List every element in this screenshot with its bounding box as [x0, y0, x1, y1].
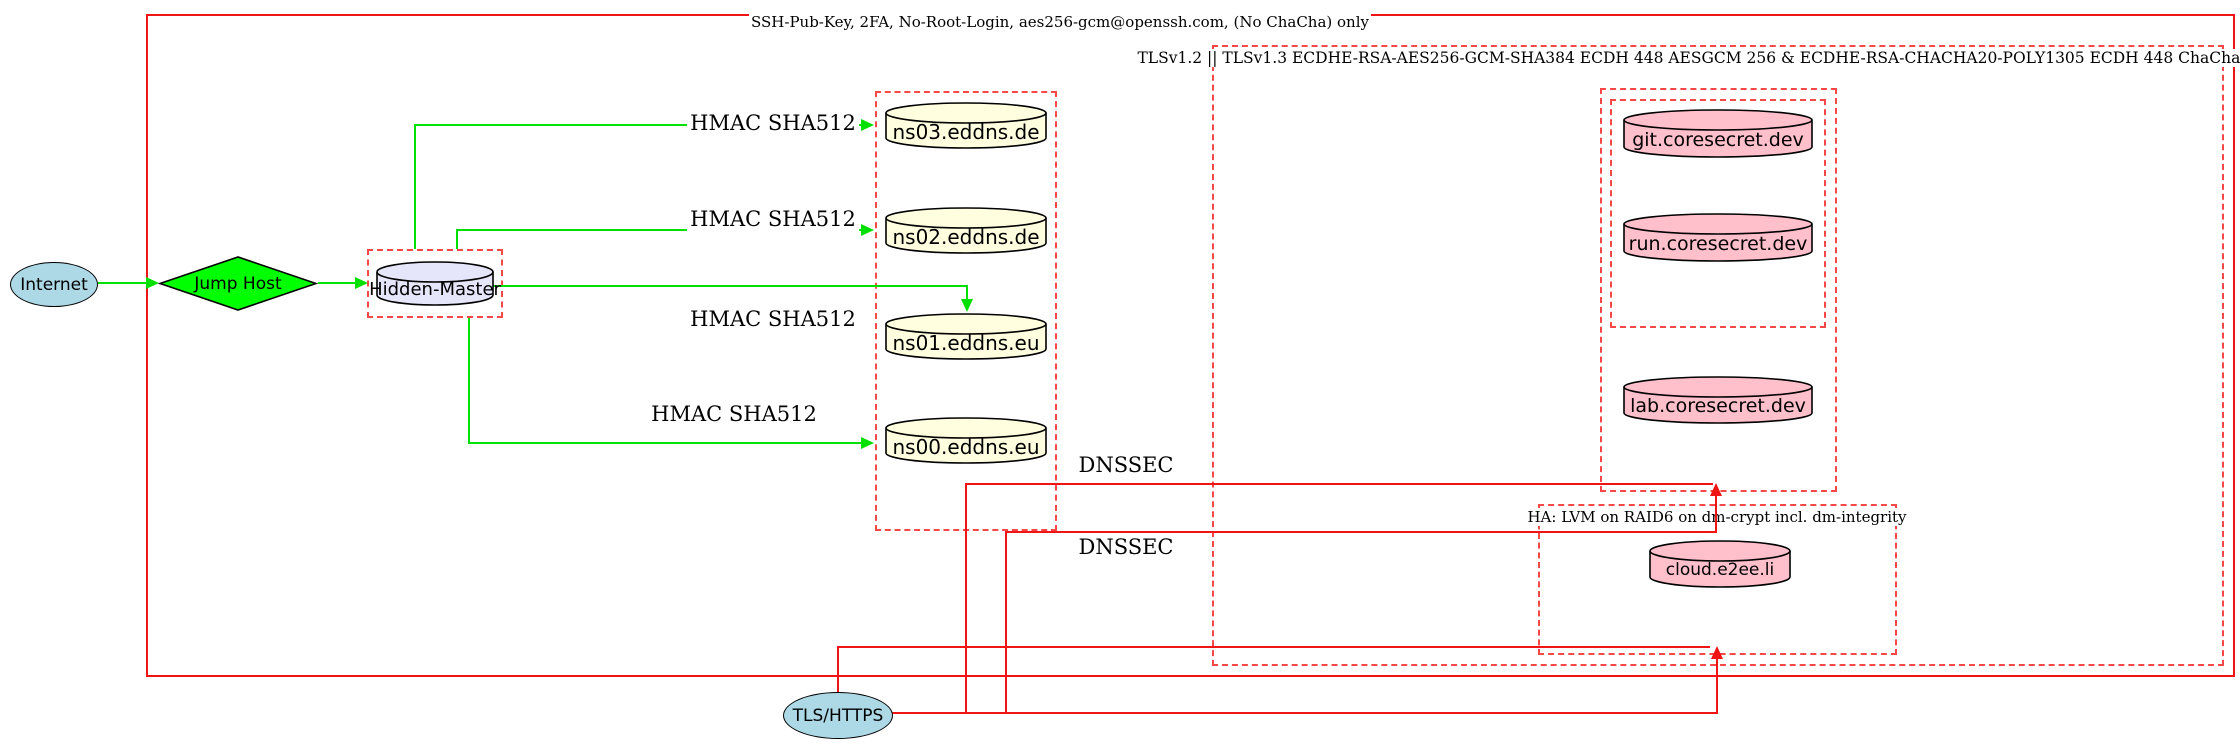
edge-dnssec2-v — [1005, 531, 1007, 713]
diamond-shape — [157, 256, 319, 311]
edge-ha-stem — [1716, 658, 1718, 713]
arrowhead-coresecret — [1710, 483, 1722, 496]
node-run: run.coresecret.dev — [1623, 213, 1813, 262]
cylinder-shape — [1623, 376, 1813, 424]
arrowhead-jumphost — [146, 277, 159, 289]
edge-hm-ns00-v — [468, 318, 470, 444]
node-tls-https: TLS/HTTPS — [783, 692, 893, 739]
cylinder-shape — [1649, 540, 1791, 588]
node-run-label: run.coresecret.dev — [1628, 232, 1808, 255]
arrowhead-hiddenmaster — [355, 277, 368, 289]
edge-dnssec1-v — [965, 483, 967, 713]
edge-hm-ns03-v — [414, 124, 416, 249]
edge-hm-ns00-h — [468, 442, 861, 444]
cylinder-shape — [885, 102, 1047, 149]
node-internet: Internet — [10, 262, 98, 307]
edge-coresecret-stem — [1715, 494, 1717, 533]
ssh-cluster-label: SSH-Pub-Key, 2FA, No-Root-Login, aes256-… — [749, 13, 1371, 31]
node-ns03-label: ns03.eddns.de — [892, 119, 1040, 144]
edge-hm-ns01-v — [966, 285, 968, 300]
cylinder-shape — [885, 417, 1047, 464]
node-cloud-label: cloud.e2ee.li — [1665, 560, 1775, 580]
edge-hm-ns02-h — [456, 229, 861, 231]
node-internet-label: Internet — [20, 274, 88, 295]
edge-tls-top-h — [837, 646, 1710, 648]
edge-label-hmac-ns01: HMAC SHA512 — [687, 307, 859, 331]
edge-label-dnssec-1: DNSSEC — [1075, 453, 1177, 477]
node-ns02-label: ns02.eddns.de — [892, 224, 1040, 249]
edge-label-hmac-ns02: HMAC SHA512 — [687, 207, 859, 231]
node-ns00: ns00.eddns.eu — [885, 417, 1047, 464]
hidden-master-cluster-box — [367, 249, 503, 318]
cylinder-shape — [1623, 213, 1813, 262]
node-ns01: ns01.eddns.eu — [885, 313, 1047, 360]
node-ns00-label: ns00.eddns.eu — [892, 434, 1040, 459]
edge-dnssec1-h — [965, 483, 1713, 485]
edge-tls-top-v — [837, 646, 839, 693]
arrowhead-ns02 — [861, 224, 874, 236]
node-lab: lab.coresecret.dev — [1623, 376, 1813, 424]
node-jump-host-label: Jump Host — [194, 273, 282, 294]
edge-label-dnssec-2: DNSSEC — [1075, 535, 1177, 559]
node-jump-host: Jump Host — [157, 256, 319, 311]
node-tls-https-label: TLS/HTTPS — [792, 705, 884, 726]
cylinder-shape — [885, 207, 1047, 254]
tls-cluster-label: TLSv1.2 || TLSv1.3 ECDHE-RSA-AES256-GCM-… — [1135, 49, 2240, 67]
node-git-label: git.coresecret.dev — [1632, 128, 1804, 151]
tls-cluster-box — [1212, 45, 2224, 666]
arrowhead-ns00 — [861, 437, 874, 449]
edge-label-hmac-ns00: HMAC SHA512 — [648, 402, 820, 426]
edge-jumphost-hiddenmaster — [318, 282, 356, 284]
arrowhead-ha — [1711, 646, 1723, 659]
cylinder-shape — [1623, 109, 1813, 158]
node-git: git.coresecret.dev — [1623, 109, 1813, 158]
node-lab-label: lab.coresecret.dev — [1630, 395, 1806, 417]
arrowhead-ns03 — [861, 119, 874, 131]
edge-hm-ns01-h — [493, 285, 968, 287]
edge-hm-ns02-v — [456, 229, 458, 249]
node-ns03: ns03.eddns.de — [885, 102, 1047, 149]
node-ns02: ns02.eddns.de — [885, 207, 1047, 254]
cylinder-shape — [885, 313, 1047, 360]
node-ns01-label: ns01.eddns.eu — [892, 330, 1040, 355]
edge-tls-right-h — [892, 712, 1718, 714]
node-hidden-master-label: Hidden-Master — [369, 279, 501, 300]
edge-hm-ns03-h — [414, 124, 861, 126]
edge-label-hmac-ns03: HMAC SHA512 — [687, 111, 859, 135]
arrowhead-ns01 — [961, 299, 973, 312]
node-hidden-master: Hidden-Master — [369, 261, 501, 306]
node-cloud: cloud.e2ee.li — [1649, 540, 1791, 588]
edge-dnssec2-h — [1005, 531, 1717, 533]
edge-internet-jumphost — [98, 282, 148, 284]
ha-cluster-label: HA: LVM on RAID6 on dm-crypt incl. dm-in… — [1525, 508, 1909, 526]
coresecret-inner-cluster-box — [1610, 99, 1826, 328]
cylinder-shape — [376, 261, 494, 306]
